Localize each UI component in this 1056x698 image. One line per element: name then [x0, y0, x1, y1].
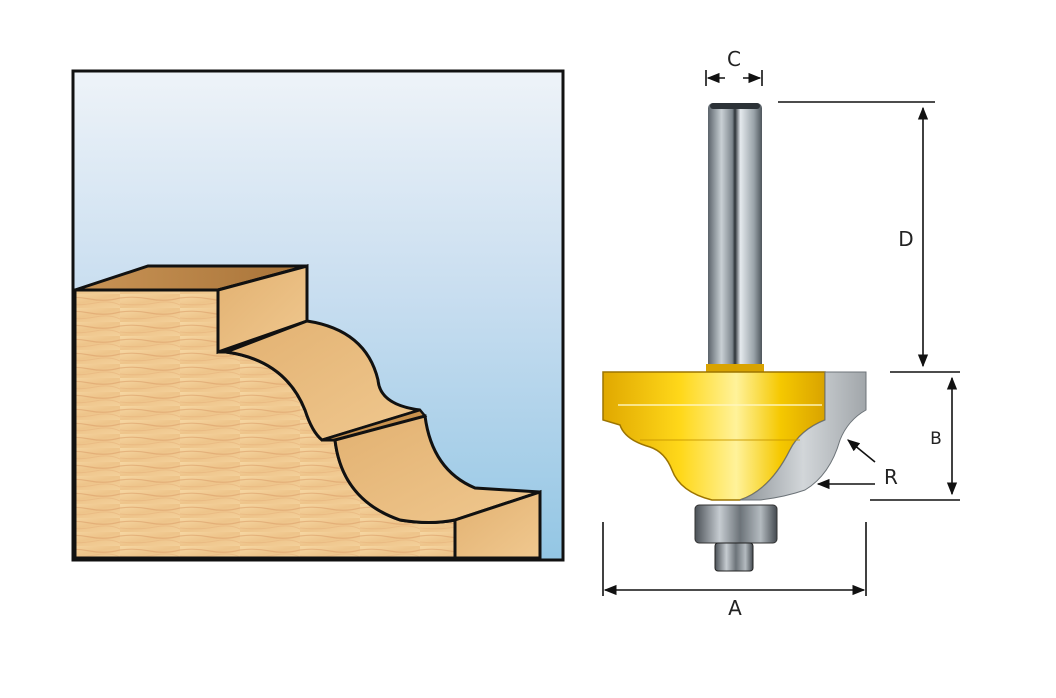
label-a: A: [728, 596, 742, 620]
carbide-tip: [739, 371, 867, 501]
bearing-screw: [714, 542, 754, 572]
workpiece-illustration: [71, 69, 565, 562]
label-b: B: [930, 429, 942, 449]
dimension-labels: C D B R A: [727, 47, 942, 620]
label-r: R: [884, 465, 898, 489]
dimension-lines: [602, 70, 960, 596]
label-c: C: [727, 47, 741, 71]
wood-bottom-block: [453, 489, 542, 560]
wood-lower-cove-face: [333, 414, 541, 524]
shank: [708, 103, 762, 371]
bearing: [694, 504, 778, 544]
panel-border: [71, 69, 565, 562]
router-bit: [602, 103, 867, 572]
label-d: D: [898, 227, 913, 251]
